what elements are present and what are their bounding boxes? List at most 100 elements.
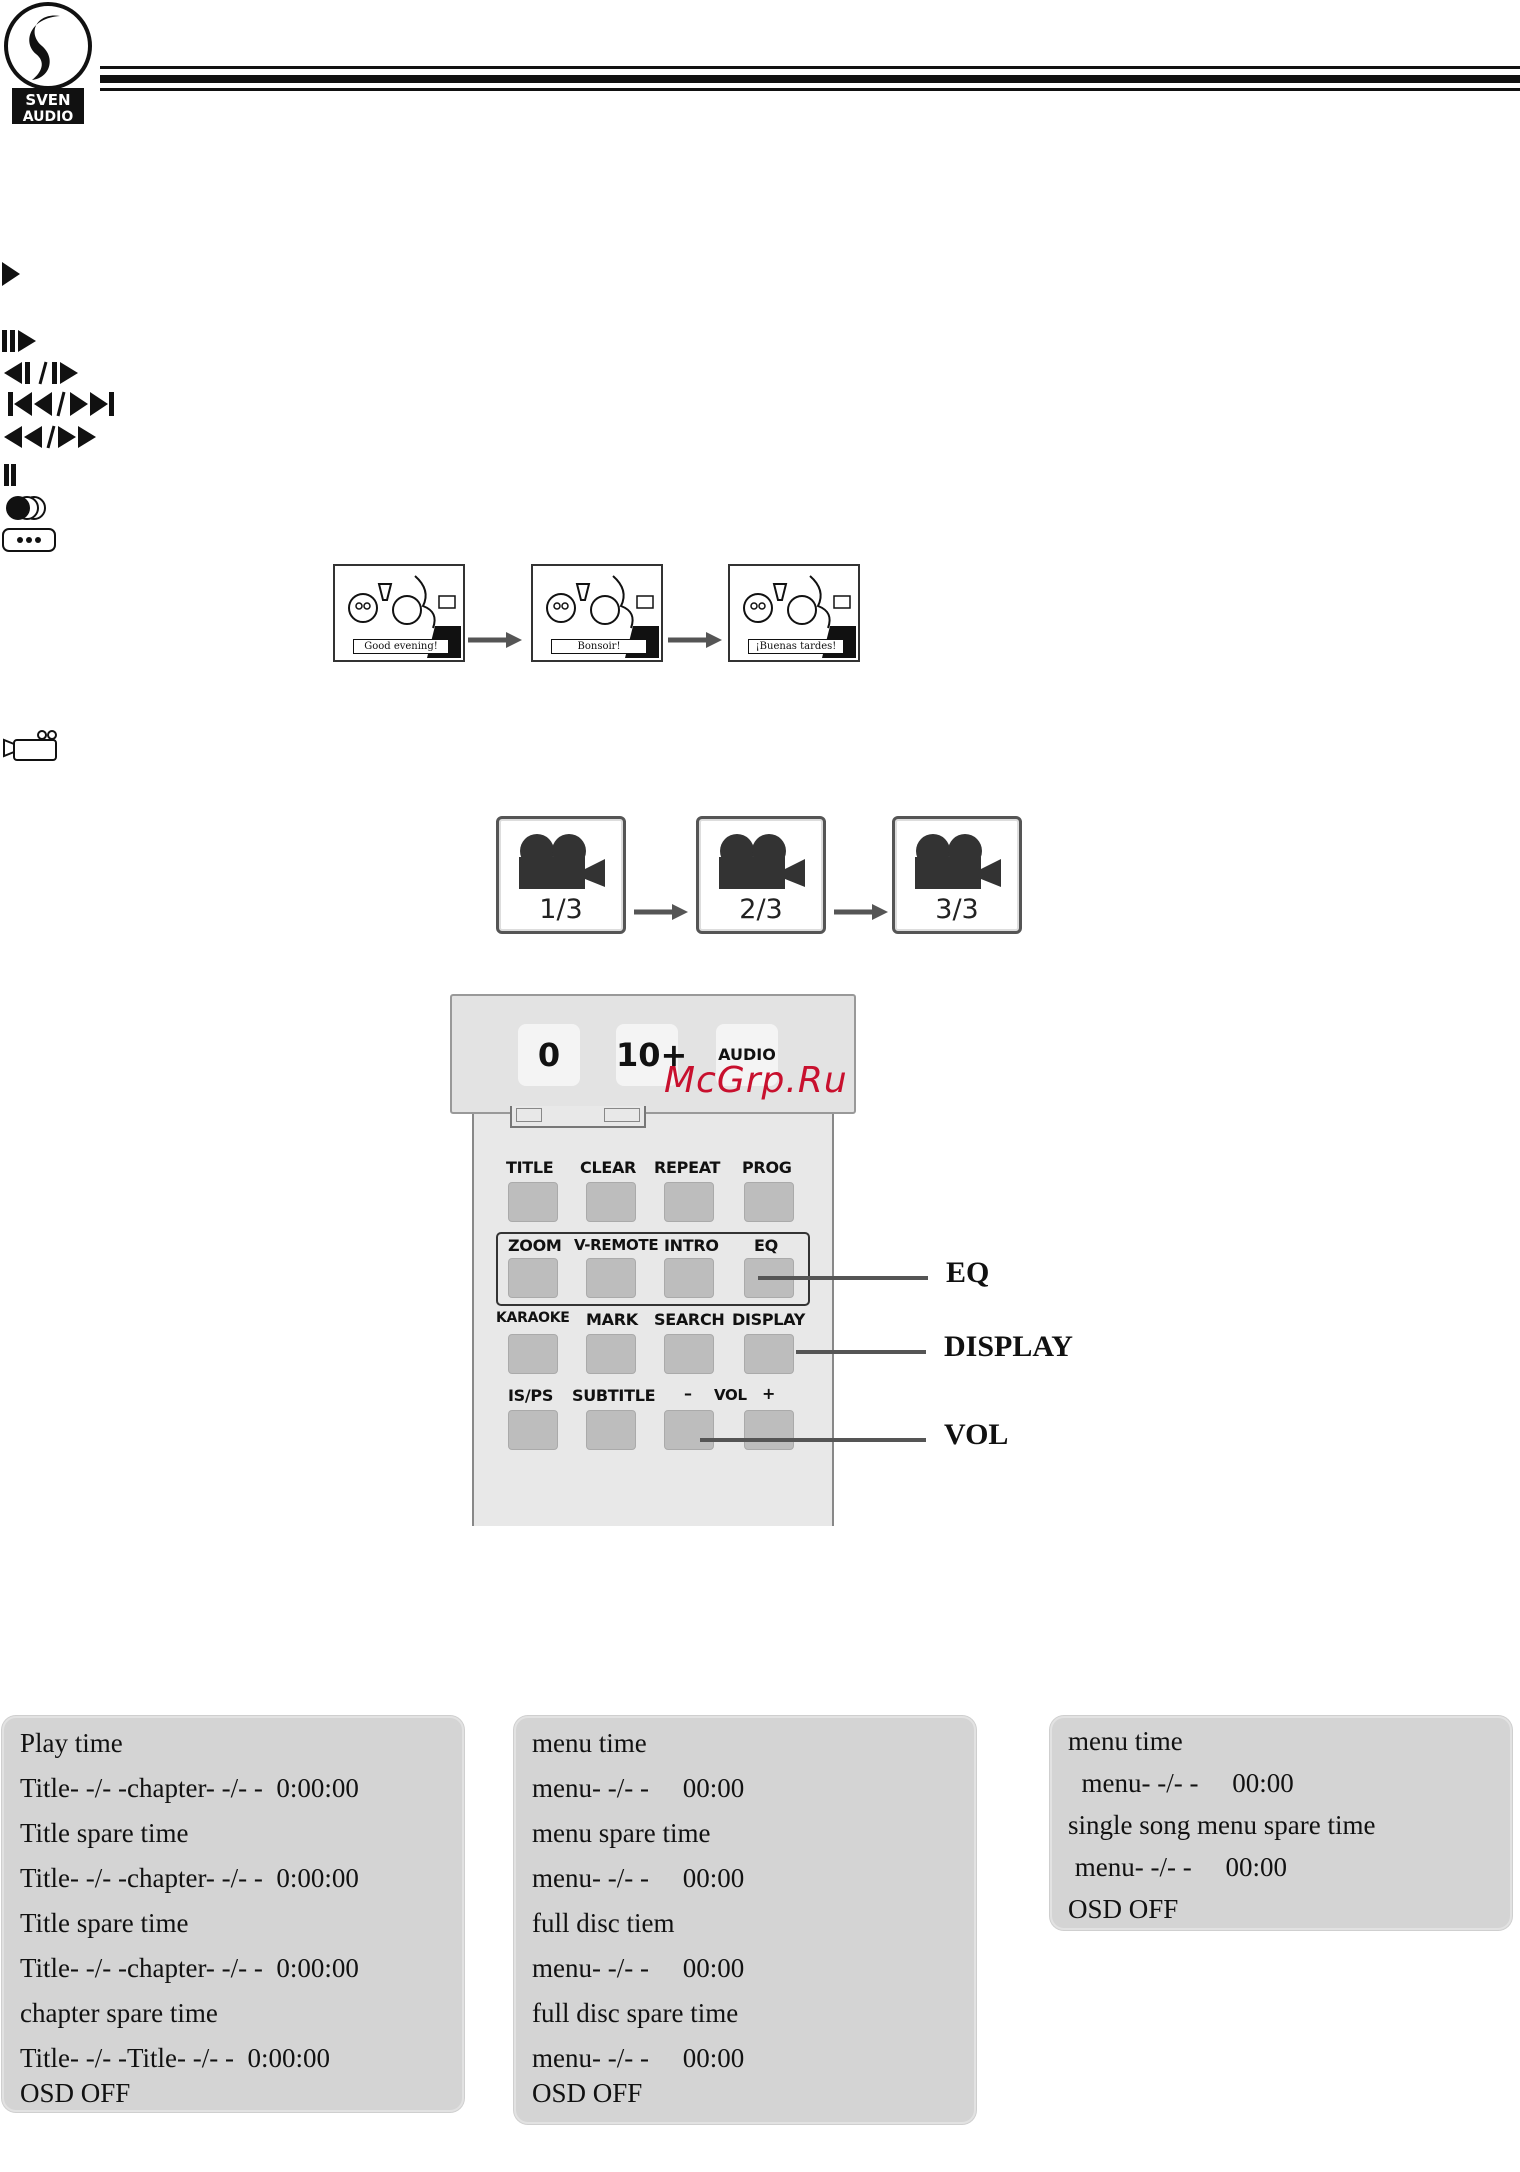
remote-label-v-remote: V-REMOTE bbox=[574, 1236, 659, 1254]
arrow-right-icon bbox=[634, 904, 688, 920]
panel-line: Title- -/- -chapter- -/- - 0:00:00 bbox=[20, 1863, 359, 1893]
karaoke-button[interactable] bbox=[508, 1334, 558, 1374]
remote-label-repeat: REPEAT bbox=[654, 1158, 721, 1177]
remote-label-zoom: ZOOM bbox=[508, 1236, 562, 1255]
panel-line: Title- -/- -chapter- -/- - 0:00:00 bbox=[20, 1773, 359, 1803]
watermark: McGrp.Ru bbox=[664, 1060, 848, 1101]
angle-box: 1/3 bbox=[496, 816, 626, 934]
subtitle-caption: Good evening! bbox=[353, 639, 449, 654]
isps-button[interactable] bbox=[508, 1410, 558, 1450]
logo-text-bottom: AUDIO bbox=[23, 109, 74, 125]
subtitle-frame: Good evening! bbox=[333, 564, 465, 662]
title-button[interactable] bbox=[508, 1182, 558, 1222]
prog-button[interactable] bbox=[744, 1182, 794, 1222]
panel-line: full disc spare time bbox=[532, 1998, 739, 2028]
subtitle-caption: ¡Buenas tardes! bbox=[748, 639, 844, 654]
callout-line-eq bbox=[758, 1276, 928, 1280]
single-song-panel: menu time menu- -/- - 00:00 single song … bbox=[1050, 1716, 1512, 1930]
header-rule bbox=[100, 88, 1520, 91]
panel-line: Title spare time bbox=[20, 1818, 189, 1848]
arrow-right-icon bbox=[834, 904, 888, 920]
play-icon bbox=[0, 260, 24, 288]
remote-button-10plus[interactable]: 10+ bbox=[616, 1024, 687, 1086]
camera-icon bbox=[719, 834, 805, 889]
camera-icon bbox=[519, 834, 605, 889]
panel-line: Title- -/- -chapter- -/- - 0:00:00 bbox=[20, 1953, 359, 1983]
vol-down-button[interactable] bbox=[664, 1410, 714, 1450]
button-group-box bbox=[496, 1232, 810, 1306]
remote-button-audio[interactable]: AUDIO bbox=[716, 1024, 778, 1086]
subtitle-icon bbox=[0, 526, 58, 554]
callout-eq: EQ bbox=[946, 1256, 990, 1289]
panel-line: menu- -/- - 00:00 bbox=[532, 1863, 745, 1893]
subtitle-button[interactable] bbox=[586, 1410, 636, 1450]
panel-line: menu time bbox=[1068, 1726, 1183, 1756]
search-button[interactable] bbox=[664, 1334, 714, 1374]
panel-line: OSD OFF bbox=[1068, 1894, 1179, 1924]
menu-time-panel: menu time menu- -/- - 00:00 menu spare t… bbox=[514, 1716, 976, 2124]
panel-line: Play time bbox=[20, 1728, 123, 1758]
remote-label-mark: MARK bbox=[586, 1310, 638, 1329]
callout-line-display bbox=[796, 1350, 926, 1354]
remote-label-clear: CLEAR bbox=[580, 1158, 637, 1177]
mark-button[interactable] bbox=[586, 1334, 636, 1374]
panel-line: menu time bbox=[532, 1728, 647, 1758]
remote-slot bbox=[510, 1106, 646, 1128]
panel-line: menu- -/- - 00:00 bbox=[1068, 1852, 1287, 1882]
subtitle-frame: Bonsoir! bbox=[531, 564, 663, 662]
remote-label-karaoke: KARAOKE bbox=[496, 1310, 570, 1326]
v-remote-button[interactable] bbox=[586, 1258, 636, 1298]
panel-line: menu- -/- - 00:00 bbox=[532, 1773, 745, 1803]
callout-line-vol bbox=[700, 1438, 926, 1442]
previous-next-icon bbox=[0, 390, 118, 418]
step-icon bbox=[0, 328, 40, 354]
arrow-right-icon bbox=[468, 632, 522, 648]
subtitle-caption: Bonsoir! bbox=[551, 639, 647, 654]
clear-button[interactable] bbox=[586, 1182, 636, 1222]
intro-button[interactable] bbox=[664, 1258, 714, 1298]
angle-label: 3/3 bbox=[935, 894, 979, 925]
panel-line: menu spare time bbox=[532, 1818, 711, 1848]
display-button[interactable] bbox=[744, 1334, 794, 1374]
remote-label-search: SEARCH bbox=[654, 1310, 725, 1329]
remote-button-0[interactable]: 0 bbox=[518, 1024, 580, 1086]
remote-label-plus: + bbox=[762, 1384, 776, 1403]
panel-line: single song menu spare time bbox=[1068, 1810, 1376, 1840]
remote-label-prog: PROG bbox=[742, 1158, 792, 1177]
angle-icon bbox=[0, 728, 62, 764]
angle-label: 1/3 bbox=[539, 894, 583, 925]
pause-icon bbox=[0, 462, 20, 488]
callout-vol: VOL bbox=[944, 1418, 1009, 1451]
logo-text-top: SVEN bbox=[25, 91, 70, 109]
remote-label-display: DISPLAY bbox=[732, 1310, 806, 1329]
angle-box: 2/3 bbox=[696, 816, 826, 934]
header-rule-thick bbox=[100, 75, 1520, 83]
repeat-icon bbox=[0, 494, 48, 522]
panel-line: Title spare time bbox=[20, 1908, 189, 1938]
remote-label-intro: INTRO bbox=[664, 1236, 719, 1255]
panel-line: full disc tiem bbox=[532, 1908, 675, 1938]
zoom-button[interactable] bbox=[508, 1258, 558, 1298]
panel-line: chapter spare time bbox=[20, 1998, 218, 2028]
remote-label-title: TITLE bbox=[506, 1158, 554, 1177]
vol-up-button[interactable] bbox=[744, 1410, 794, 1450]
header-rule bbox=[100, 66, 1520, 69]
slow-reverse-forward-icon bbox=[0, 360, 84, 386]
repeat-button[interactable] bbox=[664, 1182, 714, 1222]
panel-line: OSD OFF bbox=[532, 2078, 643, 2108]
panel-line: OSD OFF bbox=[20, 2078, 131, 2108]
panel-line: Title- -/- -Title- -/- - 0:00:00 bbox=[20, 2043, 330, 2073]
remote-label-isps: IS/PS bbox=[508, 1386, 554, 1405]
angle-box: 3/3 bbox=[892, 816, 1022, 934]
panel-line: menu- -/- - 00:00 bbox=[532, 2043, 745, 2073]
remote-label-minus: – bbox=[684, 1384, 692, 1403]
angle-label: 2/3 bbox=[739, 894, 783, 925]
remote-label-vol: VOL bbox=[714, 1386, 747, 1404]
panel-line: menu- -/- - 00:00 bbox=[1068, 1768, 1294, 1798]
panel-line: menu- -/- - 00:00 bbox=[532, 1953, 745, 1983]
camera-icon bbox=[915, 834, 1001, 889]
arrow-right-icon bbox=[668, 632, 722, 648]
callout-display: DISPLAY bbox=[944, 1330, 1073, 1363]
remote-label-eq: EQ bbox=[754, 1236, 778, 1255]
rewind-fastforward-icon bbox=[0, 424, 100, 450]
